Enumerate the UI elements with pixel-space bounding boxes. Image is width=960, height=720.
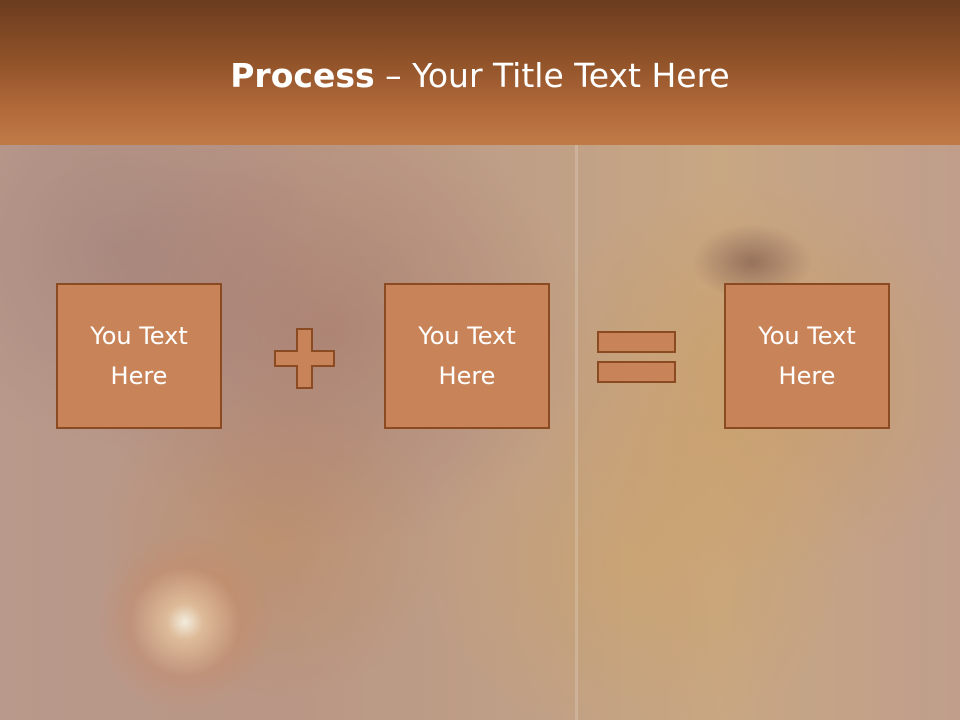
slide-title-bold: Process — [230, 56, 375, 95]
title-bar: Process – Your Title Text Here — [0, 0, 960, 145]
equals-icon — [597, 331, 676, 383]
process-box-2-text: You Text Here — [418, 322, 516, 390]
slide-title[interactable]: Process – Your Title Text Here — [0, 56, 960, 96]
slide-title-rest: – Your Title Text Here — [374, 56, 730, 95]
plus-icon — [274, 328, 335, 389]
process-box-1[interactable]: You Text Here — [56, 283, 222, 429]
process-box-1-text: You Text Here — [90, 322, 188, 390]
background-divider — [575, 145, 578, 720]
process-box-3-text: You Text Here — [758, 322, 856, 390]
process-box-2[interactable]: You Text Here — [384, 283, 550, 429]
process-box-3[interactable]: You Text Here — [724, 283, 890, 429]
